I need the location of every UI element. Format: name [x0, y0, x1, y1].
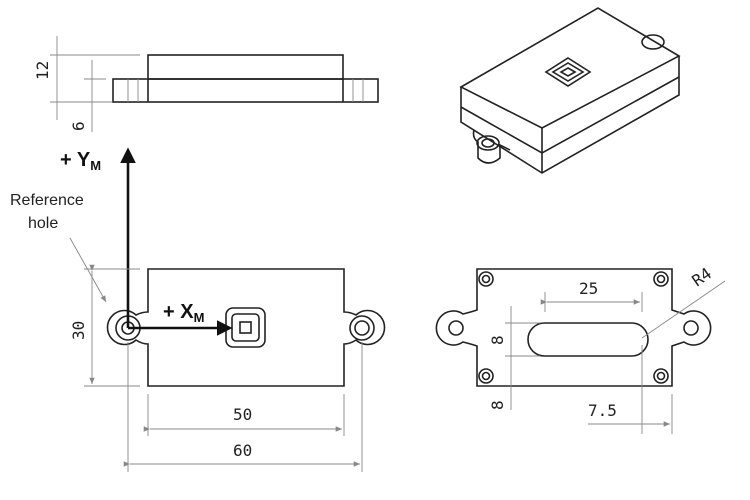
top-view: + YM + XM Reference hole 30 50 60	[10, 147, 386, 472]
reference-hole-label-2: hole	[28, 215, 58, 232]
dim-height: 30	[69, 321, 88, 340]
dim-total-width: 60	[233, 441, 252, 460]
y-axis-label: + YM	[60, 149, 101, 173]
sensor-icon	[225, 307, 266, 348]
dim-slot-offset: 8	[488, 400, 507, 410]
dim-total-height: 12	[33, 61, 52, 80]
side-view: 12 6	[33, 36, 379, 132]
x-axis-label: + XM	[163, 301, 204, 325]
corner-screws	[478, 271, 669, 384]
reference-hole-label-1: Reference	[10, 192, 84, 209]
dim-flange-height: 6	[69, 121, 88, 131]
dim-body-width: 50	[233, 405, 252, 424]
bottom-view: 25 R4 8 8 7.5	[435, 264, 726, 434]
isometric-view	[459, 7, 681, 174]
dim-slot-length: 25	[579, 279, 598, 298]
sensor-icon-iso	[544, 57, 592, 87]
dim-slot-width: 8	[488, 335, 507, 345]
dim-edge-offset: 7.5	[588, 401, 617, 420]
slot	[527, 322, 649, 357]
dim-radius: R4	[688, 264, 715, 291]
